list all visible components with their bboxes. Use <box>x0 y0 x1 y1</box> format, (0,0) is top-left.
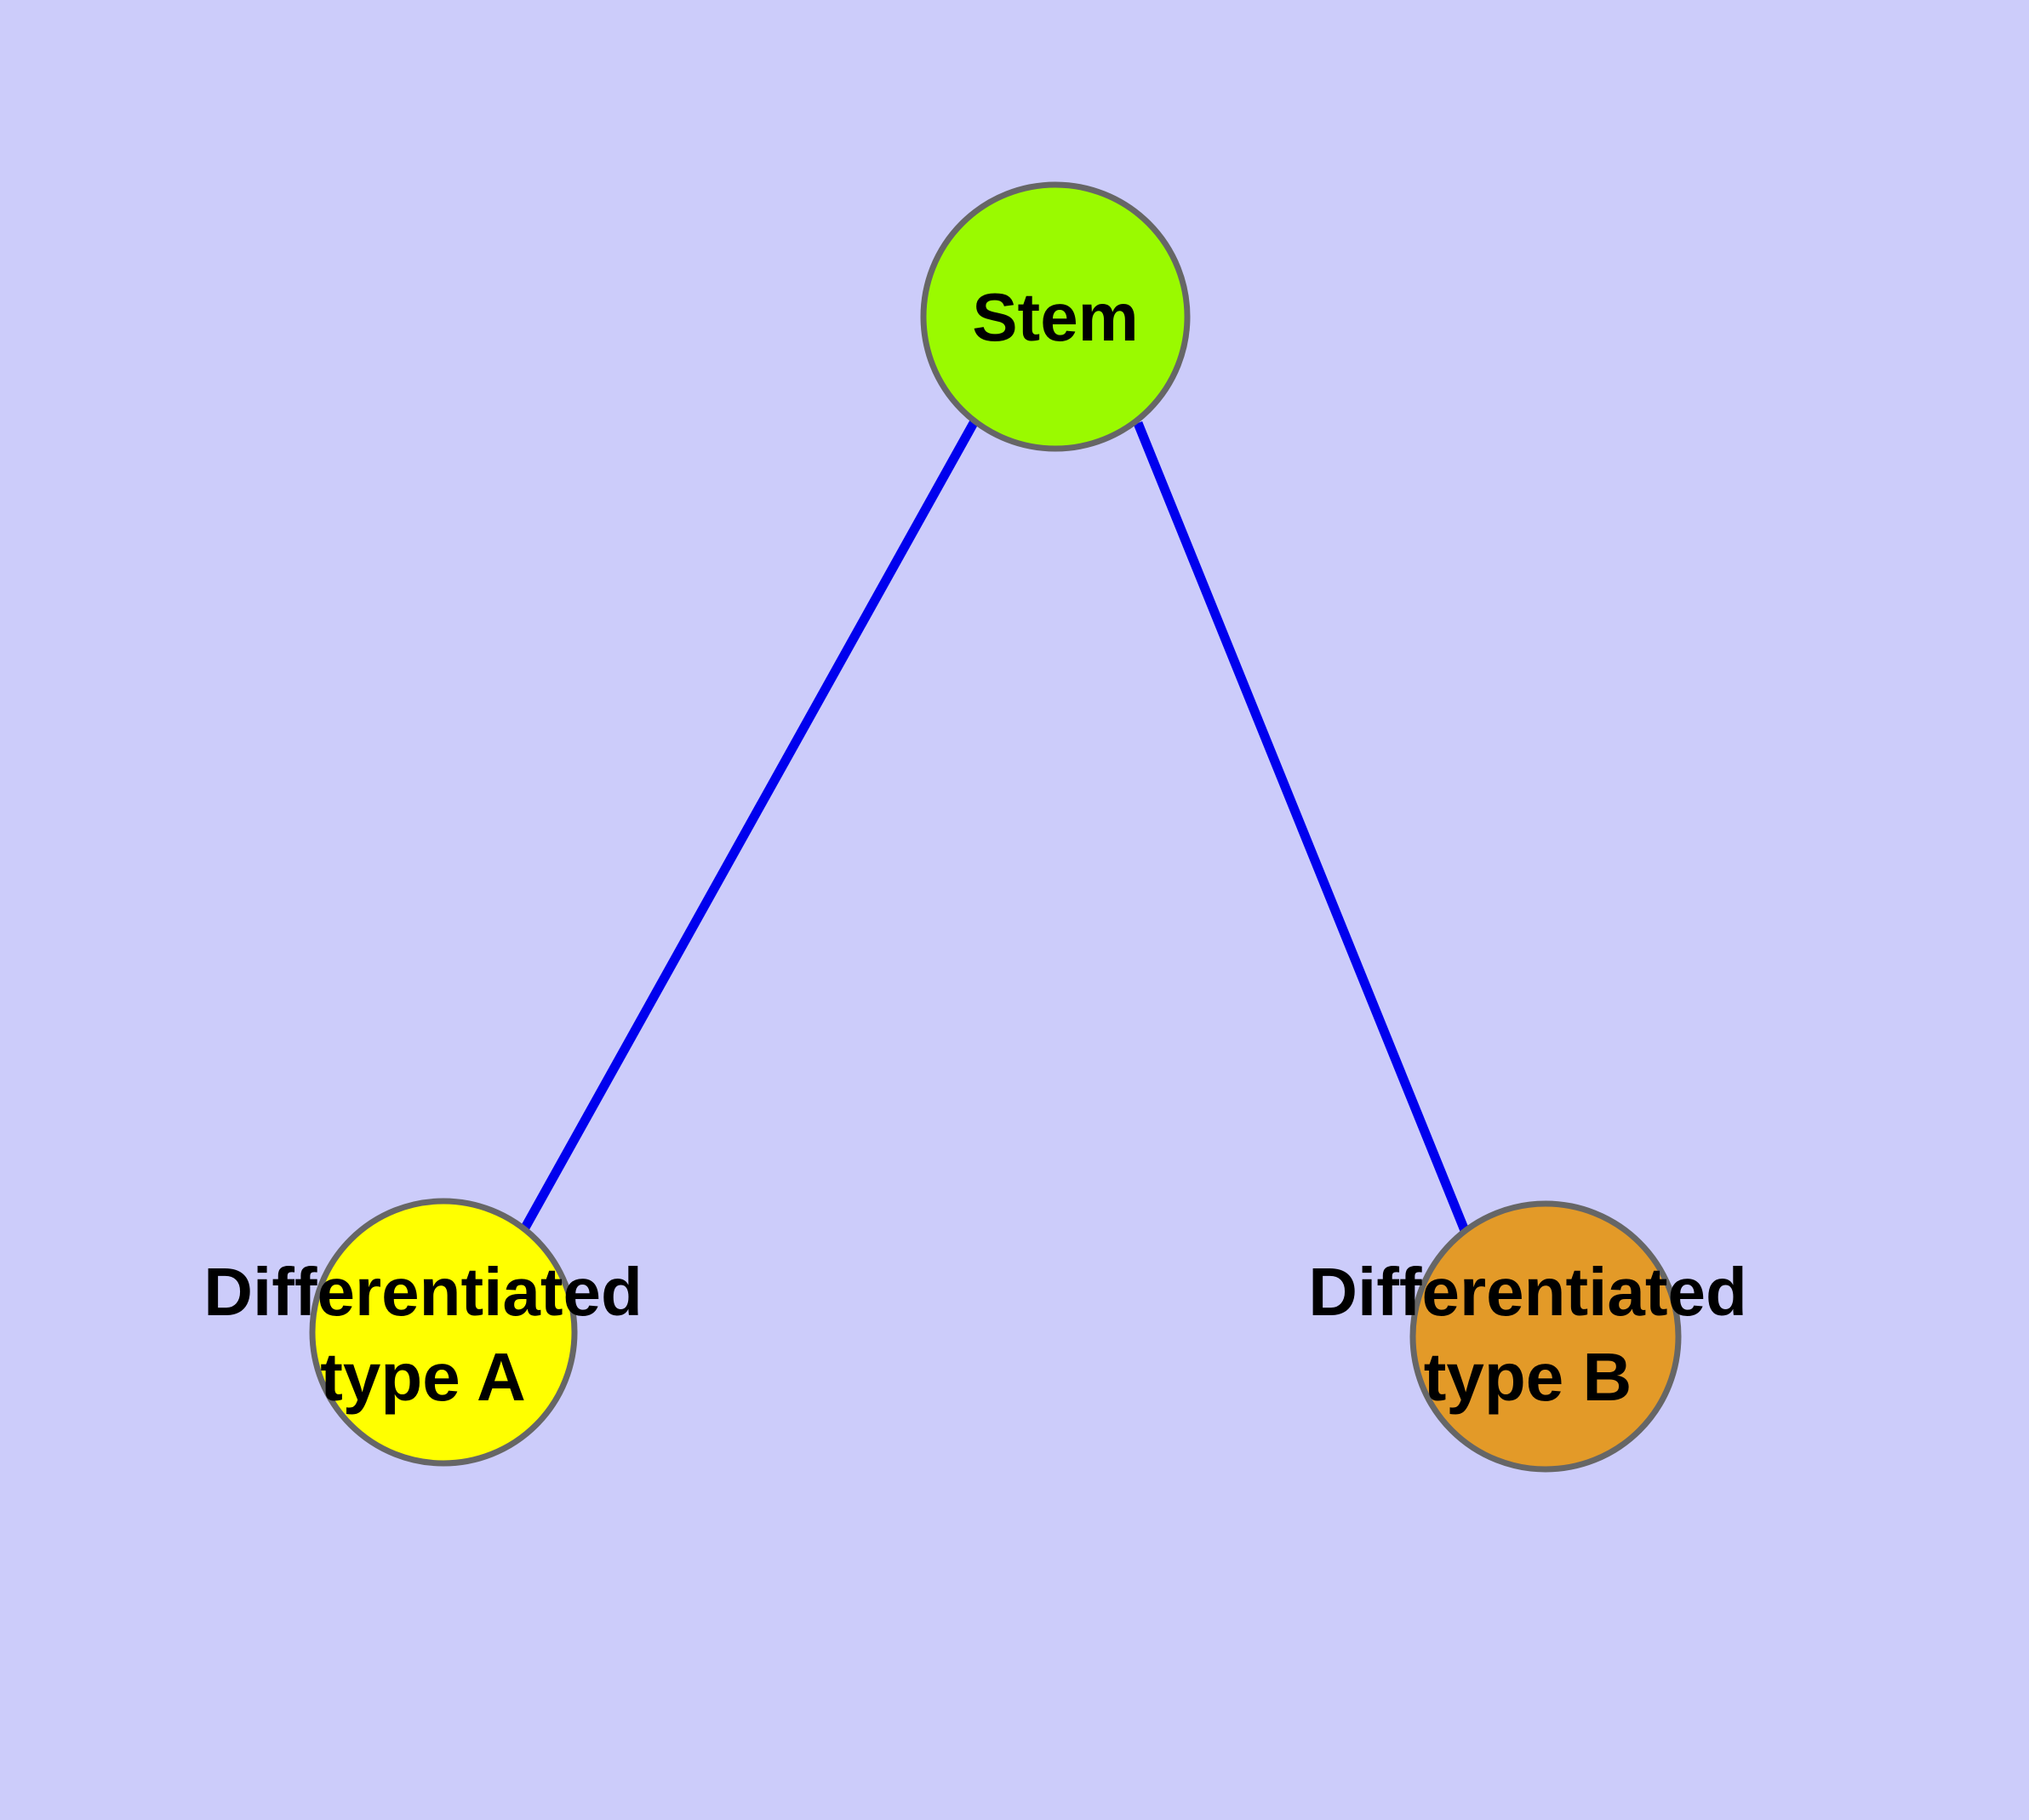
node-differentiated-a-circle[interactable] <box>309 1198 578 1467</box>
node-stem-label-line-1: Stem <box>972 279 1139 355</box>
node-differentiated-a[interactable]: Differentiated type A <box>203 1198 643 1467</box>
edge-stem-to-a <box>520 419 979 1232</box>
edge-stem-to-b <box>1133 421 1471 1235</box>
node-stem-circle[interactable] <box>920 181 1191 452</box>
node-differentiated-a-label-line-1: Differentiated <box>203 1254 643 1330</box>
node-differentiated-b-label-line-1: Differentiated <box>1308 1254 1747 1330</box>
node-differentiated-a-label-line-2: type A <box>320 1339 526 1415</box>
node-differentiated-b[interactable]: Differentiated type B <box>1308 1200 1747 1473</box>
node-differentiated-b-circle[interactable] <box>1409 1200 1682 1473</box>
node-differentiated-b-label-line-2: type B <box>1424 1339 1632 1415</box>
node-stem[interactable]: Stem <box>920 181 1191 452</box>
